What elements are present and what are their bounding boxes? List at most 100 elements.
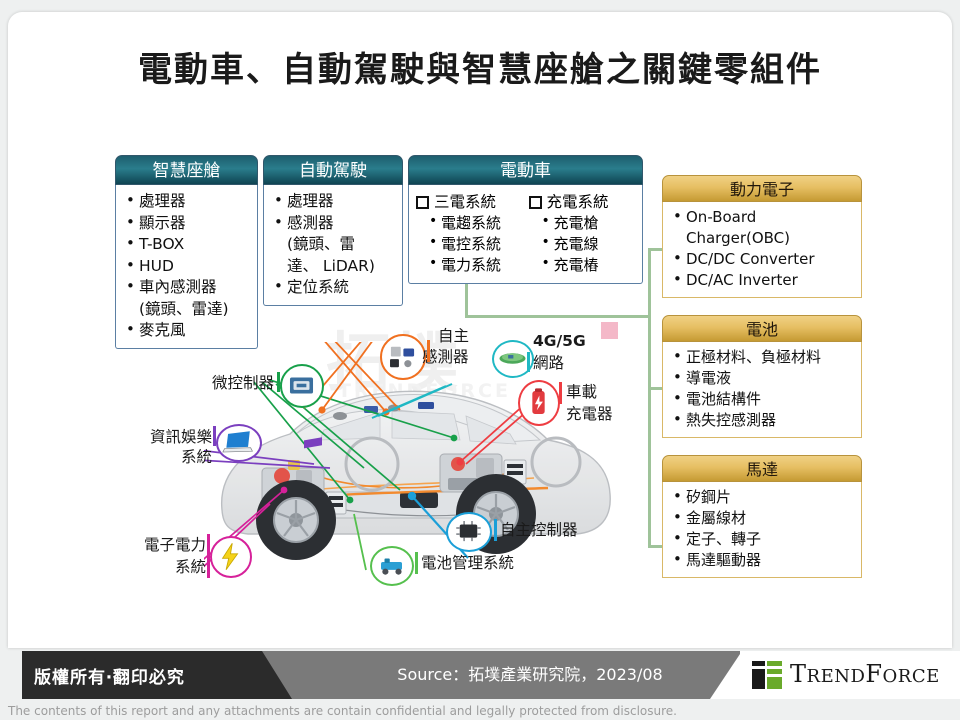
footer-disclaimer: The contents of this report and any atta… — [8, 704, 677, 718]
battery-pack-icon — [381, 558, 402, 575]
mcu-icon-circle — [280, 364, 324, 408]
onboard-charger-icon-circle — [518, 380, 560, 426]
label-onboard-charger-line1: 車載 — [566, 383, 598, 401]
autonomous-list: 處理器 感測器 (鏡頭、雷 達、 LiDAR) 定位系統 — [272, 190, 398, 299]
list-item: 充電線 — [541, 232, 641, 255]
list-item-continuation: (鏡頭、雷達) — [139, 299, 229, 318]
label-infotainment-line2: 系統 — [180, 448, 212, 466]
box-autonomous-driving-header: 自動駕駛 — [263, 155, 403, 185]
list-item: On-Board — [671, 206, 856, 228]
battery-charger-icon — [532, 388, 545, 414]
accent-bar-infotainment — [213, 426, 216, 446]
connector-vertical-right-spine — [648, 248, 651, 548]
list-item: 電趨系統 — [428, 211, 528, 234]
list-item: 處理器 — [272, 190, 398, 213]
chip-icon — [456, 521, 481, 542]
connector-stub-motor — [648, 545, 662, 548]
list-item-continuation: (鏡頭、雷 — [287, 235, 356, 253]
label-autonomous-sensor-line1: 自主 — [438, 327, 470, 345]
label-power-electronics-line2: 系統 — [174, 558, 206, 576]
slide-canvas: 拓墣 TRENDFORCE 電動車、自動駕駛與智慧座艙之關鍵零組件 智慧座艙 處… — [8, 12, 952, 648]
footer-copyright: 版權所有‧翻印必究 — [34, 668, 185, 688]
list-item: DC/DC Converter — [671, 248, 856, 270]
list-item: 電池結構件 — [671, 388, 856, 410]
box-power-electronics-body: On-Board Charger(OBC) DC/DC Converter DC… — [662, 202, 862, 298]
box-smart-cockpit-header: 智慧座艙 — [115, 155, 258, 185]
list-item: 麥克風 — [124, 319, 253, 342]
logo-word-orce: ORCE — [882, 666, 940, 687]
power-electronics-icon-circle — [210, 536, 252, 578]
accent-bar-microcontroller — [277, 372, 280, 392]
list-item: T-BOX — [124, 233, 253, 256]
label-network-line2: 網路 — [533, 354, 565, 372]
group-label: 充電系統 — [528, 191, 641, 213]
label-power-electronics-line1: 電子電力 — [143, 536, 206, 554]
box-battery-body: 正極材料、負極材料 導電液 電池結構件 熱失控感測器 — [662, 342, 862, 438]
box-motor-header: 馬達 — [662, 455, 862, 482]
box-battery-header: 電池 — [662, 315, 862, 342]
box-electric-vehicle[interactable]: 電動車 三電系統 電趨系統 電控系統 電力系統 充電系統 充電槍 充電線 充電樁 — [408, 155, 643, 284]
display-screen-icon — [222, 431, 253, 453]
list-item: 顯示器 — [124, 212, 253, 235]
list-item: 導電液 — [671, 367, 856, 389]
list-item: 電力系統 — [428, 253, 528, 276]
box-battery[interactable]: 電池 正極材料、負極材料 導電液 電池結構件 熱失控感測器 — [662, 315, 862, 438]
list-item: 處理器 — [124, 190, 253, 213]
connector-vertical-from-ev — [465, 284, 468, 318]
connector-horizontal-main — [465, 315, 651, 318]
box-motor[interactable]: 馬達 矽鋼片 金屬線材 定子、轉子 馬達驅動器 — [662, 455, 862, 578]
accent-bar-network — [527, 352, 530, 372]
list-item: 正極材料、負極材料 — [671, 346, 856, 368]
label-autonomous-sensor-line2: 感測器 — [422, 348, 469, 366]
accent-bar-bms — [415, 552, 418, 574]
list-item-continuation: 達、 LiDAR) — [287, 256, 375, 275]
trendforce-logo-icon — [752, 661, 782, 689]
logo-word-rend: REND — [806, 666, 866, 687]
box-motor-body: 矽鋼片 金屬線材 定子、轉子 馬達驅動器 — [662, 482, 862, 578]
sensor-modules-icon — [390, 346, 415, 368]
box-smart-cockpit[interactable]: 智慧座艙 處理器 顯示器 T-BOX HUD 車內感測器 (鏡頭、雷達) 麥克風 — [115, 155, 258, 349]
bms-icon-circle — [370, 546, 414, 586]
connector-stub-battery — [648, 387, 662, 390]
box-electric-vehicle-header: 電動車 — [408, 155, 643, 185]
list-item: DC/AC Inverter — [671, 269, 856, 291]
box-power-electronics[interactable]: 動力電子 On-Board Charger(OBC) DC/DC Convert… — [662, 175, 862, 298]
list-item: 充電槍 — [541, 211, 641, 234]
ev-sublist-three-electric: 電趨系統 電控系統 電力系統 — [428, 211, 528, 276]
list-item-continuation: Charger(OBC) — [686, 229, 791, 247]
accent-bar-power-electronics — [207, 534, 210, 578]
label-autonomous-controller: 自主控制器 — [500, 521, 578, 539]
list-item: 金屬線材 — [671, 507, 856, 529]
group-label: 三電系統 — [415, 191, 528, 213]
pink-square-decoration — [601, 322, 618, 339]
list-item: 矽鋼片 — [671, 486, 856, 508]
brand-logo: TRENDFORCE — [710, 651, 960, 699]
accent-bar-autonomous-controller — [494, 519, 497, 541]
list-item: HUD — [124, 255, 253, 278]
logo-letter-f: F — [865, 660, 883, 688]
car-cutaway-illustration — [204, 342, 611, 571]
logo-letter-t: T — [790, 660, 807, 688]
label-infotainment-line1: 資訊娛樂 — [149, 428, 212, 446]
smart-cockpit-list: 處理器 顯示器 T-BOX HUD 車內感測器 (鏡頭、雷達) 麥克風 — [124, 190, 253, 342]
ev-group-charging: 充電系統 充電槍 充電線 充電樁 — [528, 191, 641, 276]
list-item: 馬達驅動器 — [671, 549, 856, 571]
label-network-line1: 4G/5G — [533, 332, 586, 350]
box-autonomous-driving[interactable]: 自動駕駛 處理器 感測器 (鏡頭、雷 達、 LiDAR) 定位系統 — [263, 155, 403, 306]
accent-bar-onboard-charger — [559, 382, 562, 404]
autonomous-controller-icon-circle — [446, 512, 492, 552]
page-title: 電動車、自動駕駛與智慧座艙之關鍵零組件 — [138, 50, 822, 90]
box-power-electronics-header: 動力電子 — [662, 175, 862, 202]
microcontroller-icon — [289, 377, 314, 394]
autonomous-sensor-icon-circle — [380, 334, 426, 380]
box-smart-cockpit-body: 處理器 顯示器 T-BOX HUD 車內感測器 (鏡頭、雷達) 麥克風 — [115, 185, 258, 349]
brand-logo-text: TRENDFORCE — [790, 660, 940, 688]
list-item: 電控系統 — [428, 232, 528, 255]
pcb-board-icon — [499, 353, 526, 364]
ev-sublist-charging: 充電槍 充電線 充電樁 — [541, 211, 641, 276]
footer-source: Source：拓墣產業研究院，2023/08 — [397, 665, 663, 684]
footer: 版權所有‧翻印必究 Source：拓墣產業研究院，2023/08 TRENDFO… — [0, 648, 960, 720]
infotainment-icon-circle — [216, 424, 262, 462]
battery-list: 正極材料、負極材料 導電液 電池結構件 熱失控感測器 — [671, 346, 856, 431]
list-item: 定子、轉子 — [671, 528, 856, 550]
